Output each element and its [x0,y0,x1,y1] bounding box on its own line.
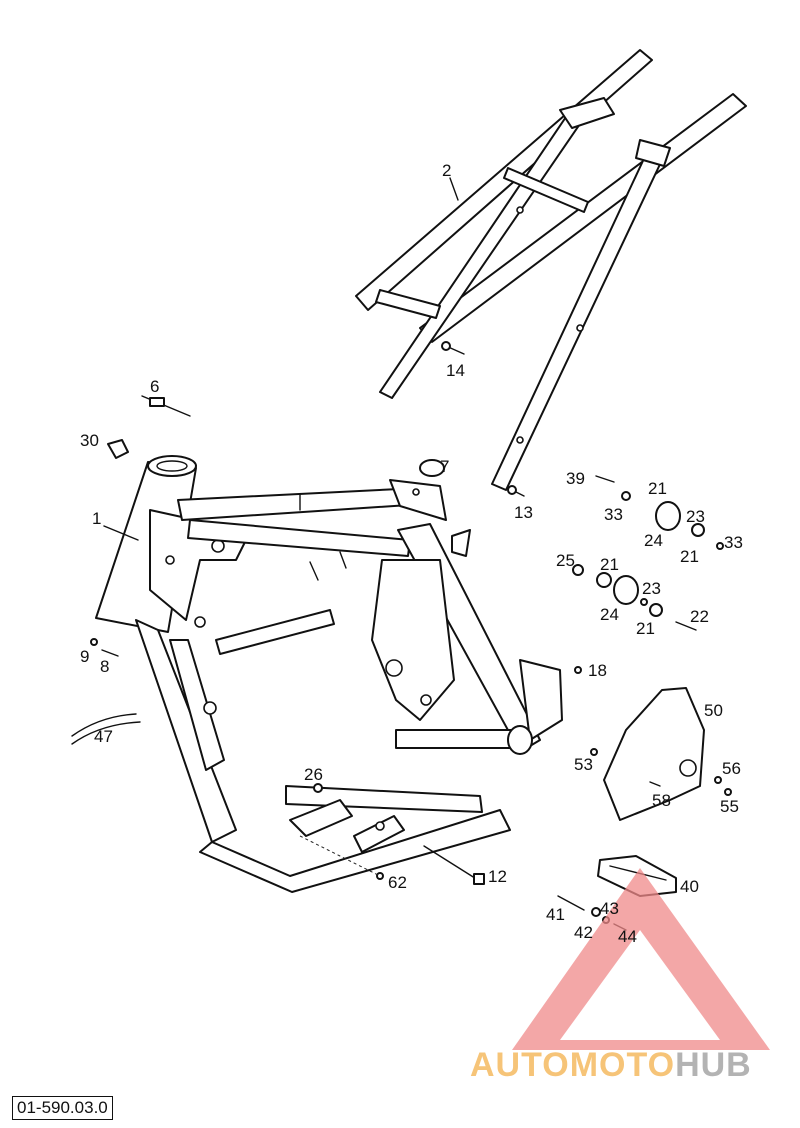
callout-label: 12 [488,867,507,886]
main-frame [95,455,563,893]
callout-label: 21 [648,479,667,498]
callout-label: 50 [704,701,723,720]
callout-label: 24 [600,605,619,624]
callout-label: 23 [686,507,705,526]
callout-label: 55 [720,797,739,816]
callout-label: 30 [80,431,99,450]
callout-label: 7 [440,457,449,476]
callout-label: 24 [644,531,663,550]
callout-label: 21 [600,555,619,574]
callout-label: 56 [722,759,741,778]
watermark-text-part1: AUTOMOTO [470,1046,675,1084]
callout-label: 8 [100,657,109,676]
callout-label: 6 [150,377,159,396]
callout-label: 42 [574,923,593,942]
callout-label: 22 [690,607,709,626]
callout-labels: 1 2 6 7 8 9 12 13 14 18 21 21 21 21 22 2… [80,161,743,946]
callout-label: 25 [556,551,575,570]
callout-label: 33 [724,533,743,552]
callout-label: 21 [636,619,655,638]
callout-label: 41 [546,905,565,924]
callout-label: 39 [566,469,585,488]
callout-label: 40 [680,877,699,896]
callout-label: 18 [588,661,607,680]
callout-label: 21 [680,547,699,566]
watermark-text-part2: HUB [675,1046,752,1084]
callout-label: 44 [618,927,637,946]
callout-label: 47 [94,727,113,746]
watermark-text: AUTOMOTOHUB [470,1046,752,1084]
callout-label: 13 [514,503,533,522]
callout-label: 58 [652,791,671,810]
callout-label: 43 [600,899,619,918]
callout-label: 62 [388,873,407,892]
callout-label: 14 [446,361,465,380]
watermark-logo: AUTOMOTOHUB [470,868,770,1084]
rear-subframe [355,49,747,491]
diagram-code: 01-590.03.0 [12,1096,113,1120]
callout-label: 33 [604,505,623,524]
callout-label: 2 [442,161,451,180]
callout-label: 1 [92,509,101,528]
callout-label: 53 [574,755,593,774]
callout-label: 23 [642,579,661,598]
callout-label: 9 [80,647,89,666]
callout-label: 26 [304,765,323,784]
